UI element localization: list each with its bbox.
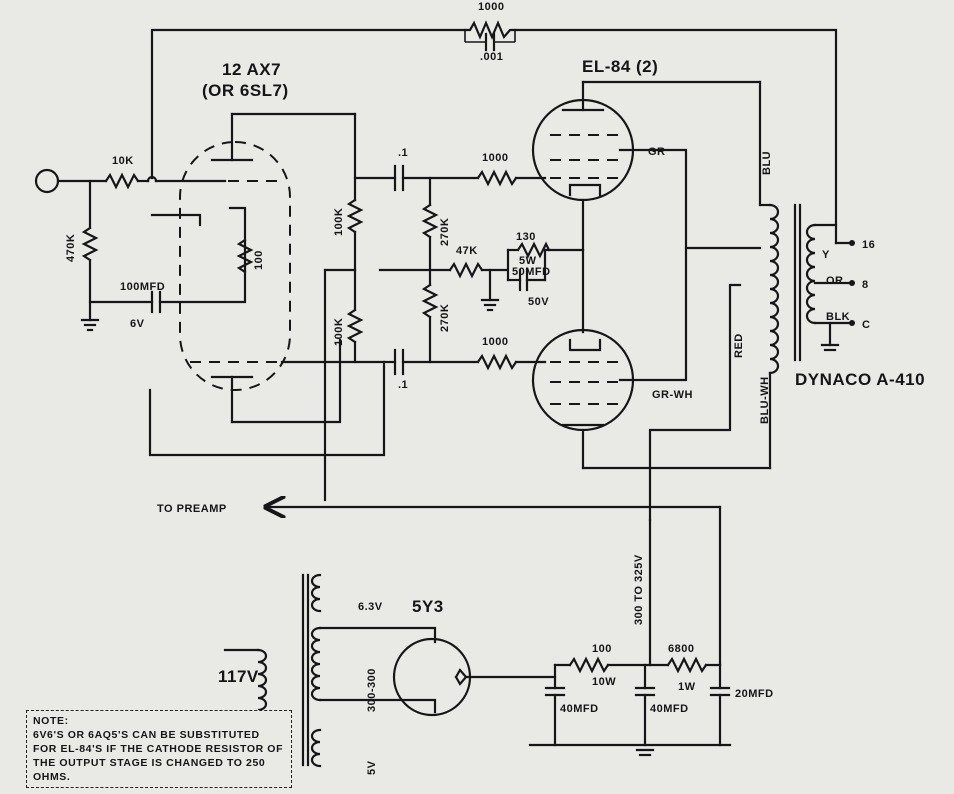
feedback-cap-label: .001 (480, 51, 503, 63)
tap-or-label: OR (826, 275, 844, 287)
plate-resistor-2 (346, 308, 364, 344)
preamp-tube-alt: (OR 6SL7) (202, 81, 289, 100)
feedback-resistor-label: 1000 (478, 1, 504, 13)
substitution-note: NOTE: 6V6'S OR 6AQ5'S CAN BE SUBSTITUTED… (26, 710, 292, 788)
output-transformer: BLU RED BLU-WH Y OR BLK 16 8 C DYNACO A-… (648, 80, 925, 522)
cathode-resistor-label: 100 (253, 250, 265, 270)
grid-stopper-1-label: 1000 (482, 152, 508, 164)
rectifier-tube (392, 637, 472, 717)
grid-leak-2-label: 270K (439, 304, 451, 332)
ps-resistor-100-watts: 10W (592, 676, 616, 688)
hv-label: 300-300 (366, 668, 378, 712)
cap-50mfd-label: 50MFD (512, 266, 551, 278)
cathode-resistor-130-watts: 5W (519, 255, 537, 267)
resistor-47k-label: 47K (456, 245, 478, 257)
output-tube-2 (531, 328, 635, 432)
to-preamp-label: TO PREAMP (157, 503, 227, 515)
power-supply: 117V 6.3V 300-300 5V 5Y3 100 10W 6800 1W… (218, 573, 774, 775)
heater-voltage-label: 6.3V (358, 601, 383, 613)
cathode-resistor-130-label: 130 (516, 231, 536, 243)
output-8-label: 8 (862, 279, 869, 291)
gr-label: GR (648, 146, 666, 158)
blu-label: BLU (761, 151, 773, 175)
bluwh-label: BLU-WH (759, 376, 771, 424)
feedback-network: 1000 .001 (150, 1, 838, 245)
grid-stopper-2-label: 1000 (482, 336, 508, 348)
grid-leak-2 (421, 283, 439, 319)
output-16-label: 16 (862, 239, 875, 251)
ps-resistor-100-label: 100 (592, 643, 612, 655)
plate-resistor-1-label: 100K (333, 208, 345, 236)
filament-voltage-label: 5V (366, 760, 378, 775)
cathode-cap-voltage: 6V (130, 318, 145, 330)
preamp-envelope (179, 141, 291, 391)
ps-cap-2-label: 40MFD (650, 703, 689, 715)
transformer-name: DYNACO A-410 (795, 370, 925, 389)
input-jack (34, 168, 60, 194)
ps-cap-3-label: 20MFD (735, 688, 774, 700)
grwh-label: GR-WH (652, 389, 693, 401)
cap-50mfd-voltage: 50V (528, 296, 549, 308)
plate-loads: 100K 100K (148, 198, 386, 502)
note-title: NOTE: (33, 715, 69, 727)
grid-resistor-label: 470K (65, 234, 77, 262)
output-c-label: C (862, 319, 870, 331)
ps-resistor-6800 (666, 656, 708, 674)
plate-resistor-1 (346, 198, 364, 234)
grid-leak-1 (421, 203, 439, 239)
input-resistor-10k (104, 172, 140, 190)
preamp-tube: 12 AX7 (OR 6SL7) 100 (150, 60, 386, 424)
grid-stopper-1 (476, 169, 518, 187)
coupling-network: .1 .1 270K 270K 47K (353, 147, 508, 391)
tap-blk-label: BLK (826, 311, 850, 323)
coupling-cap-2-label: .1 (398, 379, 408, 391)
b-plus-label: 300 TO 325V (633, 554, 645, 625)
preamp-tube-name: 12 AX7 (222, 60, 281, 79)
output-cathode: 130 5W 50MFD 50V (506, 231, 585, 308)
grid-stopper-2 (476, 353, 518, 371)
resistor-47k (448, 261, 484, 279)
grid-stoppers: 1000 1000 (476, 152, 547, 371)
tap-y-label: Y (822, 249, 830, 261)
input-stage: 10K 470K 100MFD 6V (34, 155, 247, 332)
ps-resistor-100 (568, 656, 610, 674)
coupling-cap-1-label: .1 (398, 147, 408, 159)
supply-bus: TO PREAMP 300 TO 325V (157, 503, 722, 667)
mains-label: 117V (218, 667, 259, 686)
cathode-cap-label: 100MFD (120, 281, 165, 293)
grid-resistor-470k (81, 226, 99, 262)
rectifier-tube-name: 5Y3 (412, 597, 444, 616)
output-tubes: EL-84 (2) GR GR-WH (531, 57, 772, 470)
cathode-resistor-130 (516, 241, 551, 259)
ps-resistor-6800-label: 6800 (668, 643, 694, 655)
plate-resistor-2-label: 100K (333, 318, 345, 346)
ps-cap-1-label: 40MFD (560, 703, 599, 715)
red-label: RED (733, 333, 745, 358)
grid-leak-1-label: 270K (439, 218, 451, 246)
ps-resistor-6800-watts: 1W (678, 681, 696, 693)
cathode-resistor-100 (236, 238, 254, 274)
input-resistor-label: 10K (112, 155, 134, 167)
note-body: 6V6'S OR 6AQ5'S CAN BE SUBSTITUTED FOR E… (33, 729, 284, 783)
feedback-resistor (463, 20, 517, 40)
output-tube-name: EL-84 (2) (582, 57, 658, 76)
